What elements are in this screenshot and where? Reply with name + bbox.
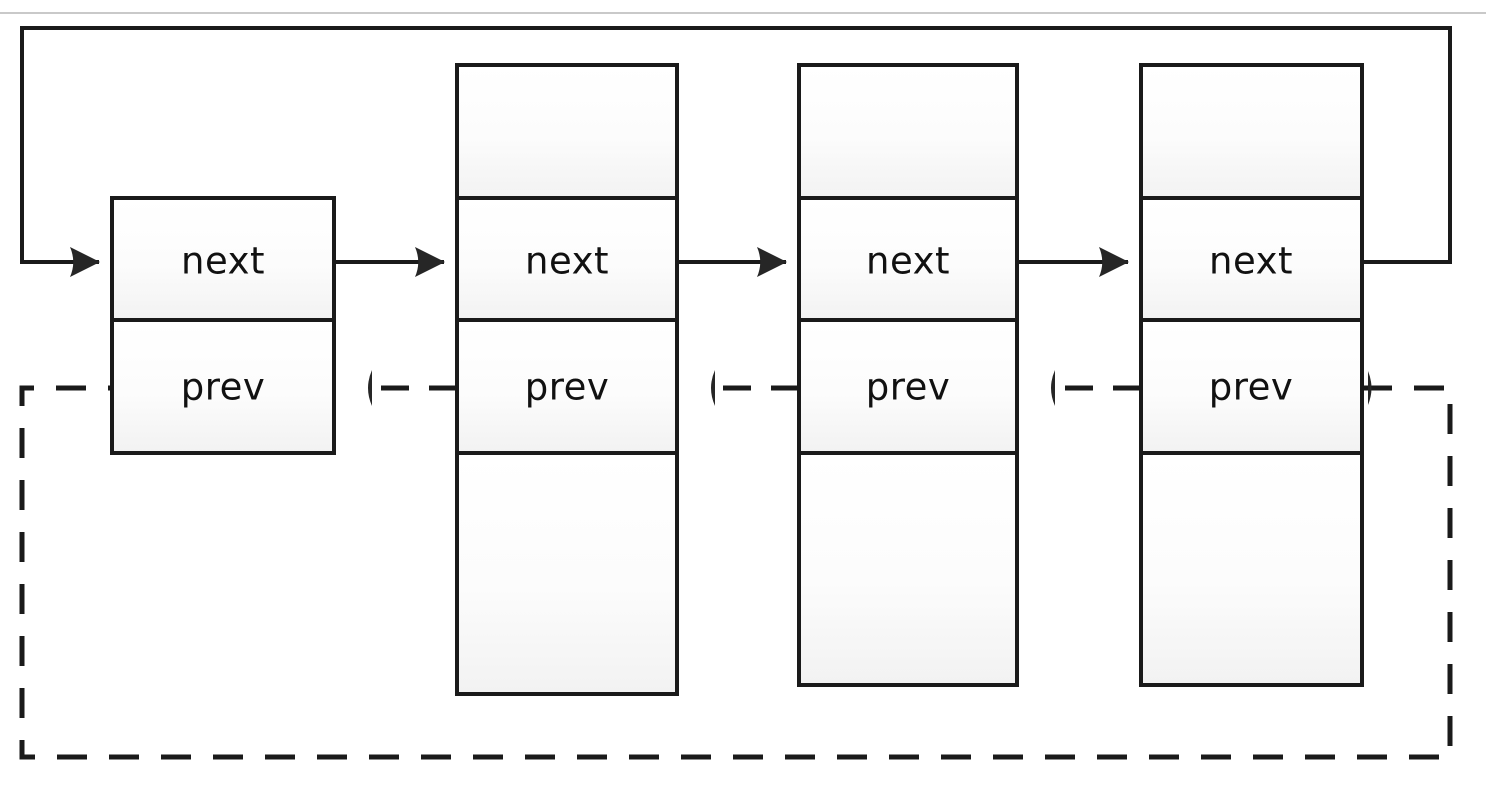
wrap-prev-loop: [19, 371, 1453, 760]
node-3-cell-bottom[interactable]: [797, 451, 1019, 687]
node-1-cell-prev-label: prev: [181, 366, 266, 409]
node-3-cell-next[interactable]: [797, 196, 1019, 322]
node-2-cell-next-label: next: [525, 240, 609, 283]
node-3-cell-top[interactable]: [797, 63, 1019, 200]
node-3-cell-prev[interactable]: [797, 318, 1019, 455]
node-3[interactable]: next prev: [797, 63, 1019, 687]
prev-arrow-2: [677, 370, 799, 406]
node-2-cell-bottom[interactable]: [455, 451, 679, 696]
node-4[interactable]: next prev: [1139, 63, 1364, 687]
node-3-cell-prev-label: prev: [866, 366, 951, 409]
node-4-cell-bottom[interactable]: [1139, 451, 1364, 687]
node-4-cell-next-label: next: [1209, 240, 1293, 283]
node-4-cell-next[interactable]: [1139, 196, 1364, 322]
node-2-cell-top[interactable]: [455, 63, 679, 200]
node-1-cell-prev[interactable]: [110, 318, 336, 455]
prev-arrow-3: [1017, 370, 1141, 406]
node-1-cell-next-label: next: [181, 240, 265, 283]
node-3-cell-next-label: next: [866, 240, 950, 283]
prev-arrow-1: [334, 370, 457, 406]
wrap-next-loop: [20, 26, 1452, 277]
node-2-cell-prev-label: prev: [525, 366, 610, 409]
node-2-cell-next[interactable]: [455, 196, 679, 322]
node-4-cell-prev-label: prev: [1209, 366, 1294, 409]
node-4-cell-top[interactable]: [1139, 63, 1364, 200]
node-1[interactable]: next prev: [110, 196, 336, 455]
node-4-cell-prev[interactable]: [1139, 318, 1364, 455]
node-2[interactable]: next prev: [455, 63, 679, 696]
